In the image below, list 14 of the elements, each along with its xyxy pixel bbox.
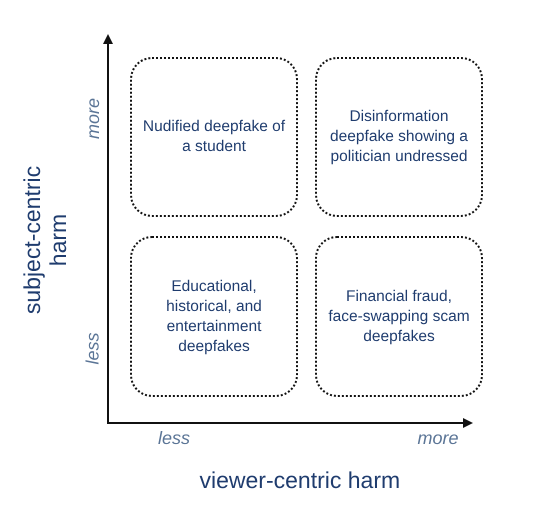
axis-tick-label: less — [82, 332, 104, 364]
axis-tick-label: more — [82, 98, 104, 138]
axis-tick-label: more — [418, 428, 459, 448]
quadrant-box — [130, 236, 298, 397]
quadrant-text: Educational, historical, and entertainment deepfakes — [165, 276, 263, 356]
quadrant-box — [315, 236, 483, 397]
axis-title: viewer-centric harm — [200, 466, 400, 494]
quadrant-text: Disinformation deepfake showing a politician undressed — [329, 107, 469, 167]
axis-tick-label: less — [158, 428, 190, 448]
axis-title: subject-centric harm — [19, 164, 71, 316]
quadrant-box — [315, 57, 483, 217]
quadrant-text: Financial fraud, face-swapping scam deepfakes — [327, 286, 471, 346]
quadrant-text: Nudified deepfake of a student — [142, 117, 286, 157]
quadrant-box — [130, 57, 298, 217]
